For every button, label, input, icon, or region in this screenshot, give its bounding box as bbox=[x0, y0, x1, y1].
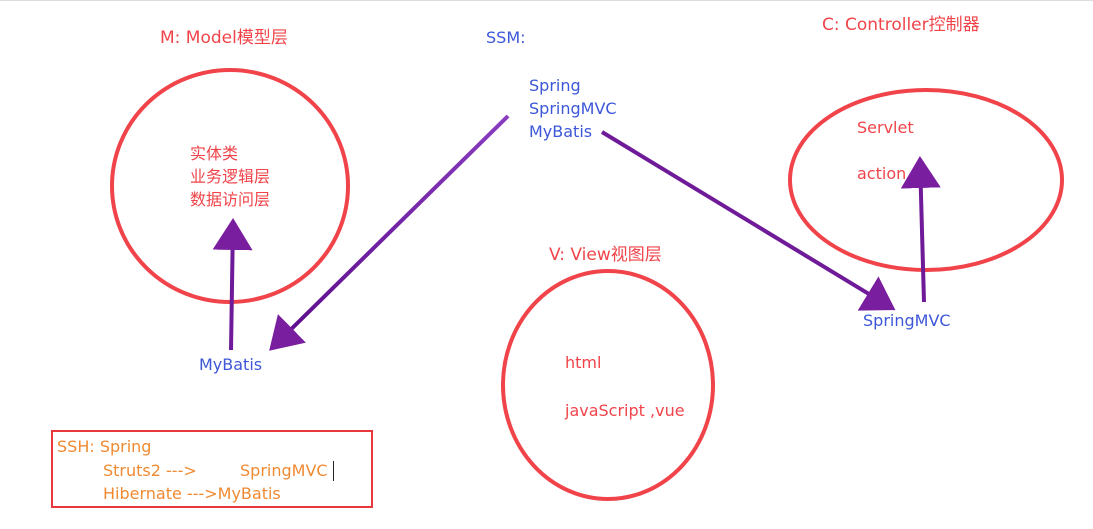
arrow-mybatis-to-model bbox=[212, 218, 253, 351]
model-item-dao: 数据访问层 bbox=[190, 190, 271, 209]
ssm-item-spring: Spring bbox=[529, 76, 581, 95]
ssm-item-springmvc: SpringMVC bbox=[529, 99, 617, 118]
ssh-line-hibernate: Hibernate --->MyBatis bbox=[103, 484, 281, 503]
ssm-item-mybatis: MyBatis bbox=[529, 122, 593, 141]
view-circle bbox=[501, 269, 715, 501]
ssm-title: SSM: bbox=[486, 28, 526, 47]
controller-tool-springmvc: SpringMVC bbox=[863, 311, 951, 330]
view-item-html: html bbox=[565, 353, 602, 372]
ssh-line-spring: SSH: Spring bbox=[57, 437, 152, 456]
text-cursor bbox=[333, 461, 334, 481]
view-title: V: View视图层 bbox=[549, 245, 662, 265]
ssh-line-struts2: Struts2 ---> bbox=[103, 461, 197, 480]
model-title: M: Model模型层 bbox=[160, 28, 288, 48]
arrow-ssm-to-mybatis bbox=[269, 114, 510, 351]
view-item-js-vue: javaScript ,vue bbox=[565, 401, 685, 420]
model-item-business: 业务逻辑层 bbox=[190, 167, 271, 186]
controller-title: C: Controller控制器 bbox=[822, 15, 980, 35]
ssh-box: SSH: Spring Struts2 ---> SpringMVC Hiber… bbox=[51, 430, 373, 508]
model-item-entity: 实体类 bbox=[190, 144, 239, 163]
model-tool-mybatis: MyBatis bbox=[199, 355, 263, 374]
arrow-springmvc-to-controller bbox=[900, 156, 941, 303]
top-divider bbox=[0, 0, 1093, 1]
controller-item-action: action bbox=[857, 164, 907, 183]
controller-item-servlet: Servlet bbox=[857, 118, 914, 137]
arrow-ssm-to-springmvc bbox=[600, 130, 896, 311]
controller-circle bbox=[788, 88, 1064, 272]
ssh-line-springmvc: SpringMVC bbox=[240, 461, 328, 480]
